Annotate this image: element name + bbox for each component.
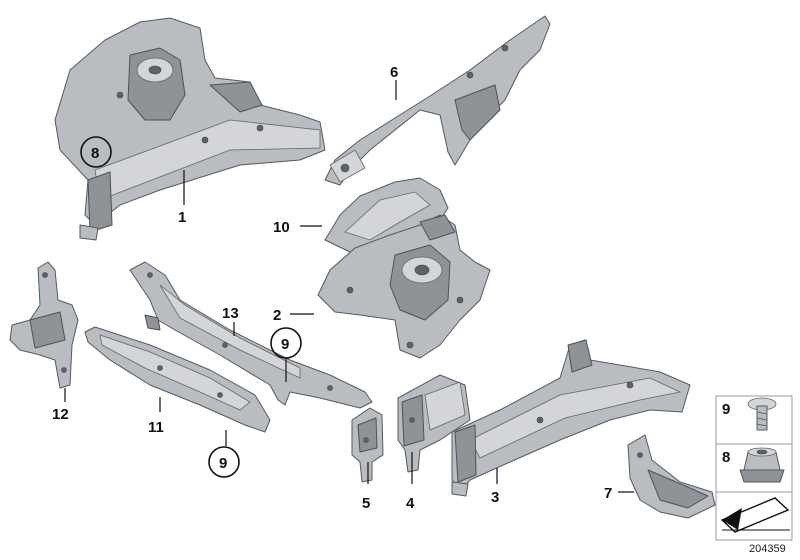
part-13-diagonal-strut [129,261,373,409]
part-4-box-bracket [397,374,471,473]
callout-3: 3 [491,489,499,506]
part-1-wheel-arch-rail-left [54,17,326,241]
callout-13: 13 [222,305,239,322]
part-11-lower-strut [84,326,271,433]
part-5-bracket [351,407,384,483]
bolt-icon [747,397,777,431]
part-2-wheel-arch-strut-dome [317,214,491,359]
callout-9b-circle [208,446,240,478]
reference-number: 204359 [749,543,786,555]
legend-label-8: 8 [722,449,730,466]
part-12-bracket [9,261,79,389]
part-7-angled-bracket [627,434,716,519]
callout-2: 2 [273,307,281,324]
part-6-wheelhouse-upper-rail [324,15,551,186]
callout-11: 11 [148,419,164,436]
callout-9a: 9 [281,336,289,353]
callout-10: 10 [273,219,290,236]
part-3-longitudinal-rail-right [451,339,691,497]
arrow-icon [720,497,790,533]
callout-7: 7 [604,485,612,502]
callout-8: 8 [91,145,99,162]
callout-5: 5 [362,495,370,512]
callout-4: 4 [406,495,415,512]
flange-nut-icon [739,447,785,483]
legend-label-9: 9 [722,401,730,418]
callout-12: 12 [52,406,69,423]
callout-9b: 9 [219,455,227,472]
callout-1: 1 [178,209,186,226]
legend-panel: 9 8 [715,395,793,541]
callout-8-circle [80,136,112,168]
callout-6: 6 [390,64,398,81]
